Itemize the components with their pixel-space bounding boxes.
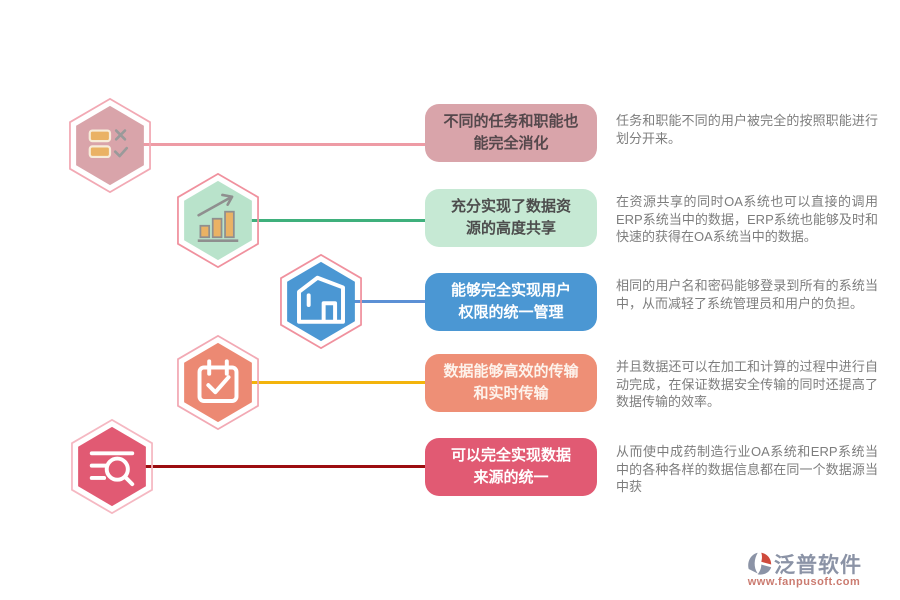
checklist-icon xyxy=(66,96,154,195)
feature-description-1: 任务和职能不同的用户被完全的按照职能进行划分开来。 xyxy=(616,113,878,146)
feature-description-2: 在资源共享的同时OA系统也可以直接的调用ERP系统当中的数据，ERP系统也能够及… xyxy=(616,194,878,245)
connector-line-1 xyxy=(140,143,430,146)
fanpu-logo-icon xyxy=(748,552,772,575)
connector-line-5 xyxy=(142,465,430,468)
feature-label-4: 数据能够高效的传输 和实时传输 xyxy=(425,354,597,412)
feature-label-1: 不同的任务和职能也 能完全消化 xyxy=(425,104,597,162)
logo-name: 泛普软件 xyxy=(774,553,862,577)
logo-url: www.fanpusoft.com xyxy=(747,576,861,588)
feature-label-5: 可以完全实现数据 来源的统一 xyxy=(425,438,597,496)
connector-line-2 xyxy=(248,219,430,222)
feature-label-text: 充分实现了数据资 源的高度共享 xyxy=(450,198,571,237)
feature-label-text: 能够完全实现用户 权限的统一管理 xyxy=(450,282,571,321)
feature-label-text: 不同的任务和职能也 能完全消化 xyxy=(443,113,579,152)
feature-label-text: 数据能够高效的传输 和实时传输 xyxy=(443,363,579,402)
feature-label-2: 充分实现了数据资 源的高度共享 xyxy=(425,189,597,247)
feature-description-5: 从而使中成药制造行业OA系统和ERP系统当中的各种各样的数据信息都在同一个数据源… xyxy=(616,444,878,495)
search-list-icon xyxy=(68,417,156,516)
calendar-check-icon xyxy=(174,333,262,432)
bar-chart-icon xyxy=(174,171,262,270)
connector-line-4 xyxy=(248,381,430,384)
logo-row: 泛普软件 xyxy=(746,549,862,579)
connector-line-3 xyxy=(352,300,430,303)
feature-label-text: 可以完全实现数据 来源的统一 xyxy=(450,447,571,486)
building-icon xyxy=(277,252,365,351)
feature-label-3: 能够完全实现用户 权限的统一管理 xyxy=(425,273,597,331)
feature-description-4: 并且数据还可以在加工和计算的过程中进行自动完成，在保证数据安全传输的同时还提高了… xyxy=(616,359,878,410)
feature-description-3: 相同的用户名和密码能够登录到所有的系统当中，从而减轻了系统管理员和用户的负担。 xyxy=(616,278,878,311)
logo: 泛普软件 www.fanpusoft.com xyxy=(746,549,862,588)
